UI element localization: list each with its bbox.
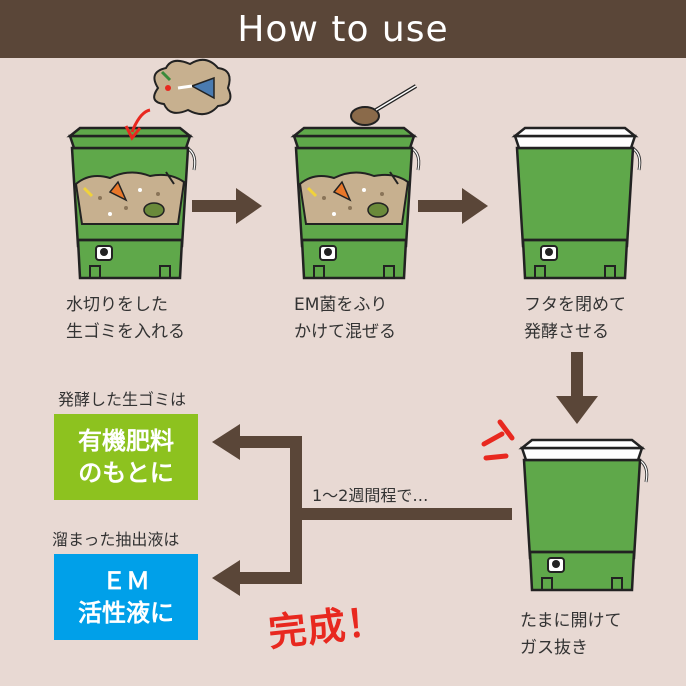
header-bar: How to use (0, 0, 686, 58)
arrow-right-icon (192, 188, 262, 224)
arrow-down-icon (556, 352, 598, 424)
arrow-right-icon (418, 188, 488, 224)
bucket-closed-icon (513, 126, 642, 280)
garbage-cloud-icon (153, 58, 232, 116)
step4-caption: たまに開けてガス抜き (520, 611, 622, 658)
step1-caption: 水切りをした生ゴミを入れる (66, 295, 185, 342)
bucket-burp-icon (520, 438, 649, 592)
step3-caption: フタを閉めて発酵させる (524, 295, 626, 342)
compost-box: 有機肥料のもとに (54, 414, 198, 500)
step2-caption: EM菌をふりかけて混ぜる (294, 295, 396, 342)
arrow-left-icon (212, 424, 512, 596)
bucket-em-icon (292, 126, 421, 280)
compost-label: 発酵した生ゴミは (58, 390, 187, 409)
bucket-open-icon (68, 126, 197, 280)
page-title: How to use (237, 8, 449, 50)
duration-text: 1～2週間程で… (312, 486, 429, 505)
spoon-icon (350, 84, 418, 126)
liquid-label: 溜まった抽出液は (52, 530, 180, 549)
burst-lines (481, 419, 515, 461)
